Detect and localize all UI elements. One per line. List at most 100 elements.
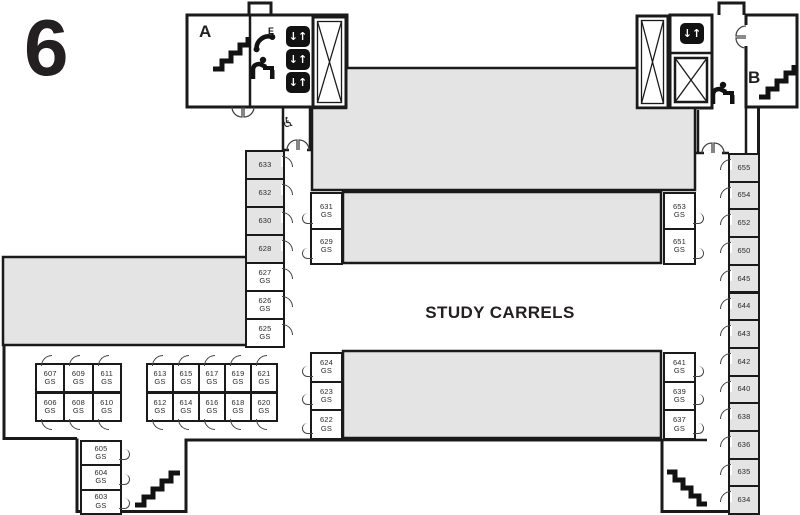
door-arc xyxy=(693,423,704,435)
roof-notch-left xyxy=(247,1,273,15)
double-door xyxy=(231,106,255,118)
room-label: 636 xyxy=(737,439,751,449)
room-label: 635 xyxy=(737,467,751,477)
room-label: 644 xyxy=(737,301,751,311)
drinking-fountain-icon xyxy=(713,82,735,104)
floor-number: 6 xyxy=(24,3,69,92)
elevator-button-icon: ↓↑ xyxy=(286,72,310,93)
stack-area-north xyxy=(310,66,697,192)
room-label: 628 xyxy=(258,243,272,253)
door-arc xyxy=(720,380,731,392)
stairs-icon xyxy=(759,65,797,100)
room-654: 654 xyxy=(720,180,760,211)
door-arc xyxy=(720,408,731,420)
door-arc xyxy=(204,355,215,366)
room-650: 650 xyxy=(720,236,760,266)
room-642: 642 xyxy=(720,346,760,377)
door-arc xyxy=(720,269,731,281)
roof-notch-right xyxy=(717,1,746,15)
room-630: 630 xyxy=(245,206,293,236)
room-label: 643 xyxy=(737,328,751,338)
room-label: 640 xyxy=(737,384,751,394)
door-arc xyxy=(119,473,130,485)
door-arc xyxy=(302,423,313,435)
room-640: 640 xyxy=(720,374,760,405)
room-633: 633 xyxy=(245,150,293,180)
room-label: 654 xyxy=(737,190,751,200)
stairs-icon xyxy=(667,469,707,507)
room-label: 633 xyxy=(258,159,272,169)
wheelchair-accessible-icon: ♿ xyxy=(282,115,295,131)
room-638: 638 xyxy=(720,402,760,432)
elevator-button-icon: ↓↑ xyxy=(680,23,704,44)
door-arc xyxy=(178,355,189,366)
stairs-icon xyxy=(213,37,251,72)
door-arc xyxy=(302,248,313,259)
carrel-block-middle xyxy=(341,190,663,265)
double-door xyxy=(286,139,310,151)
door-arc xyxy=(302,394,313,406)
room-652: 652 xyxy=(720,208,760,239)
door-arc xyxy=(97,355,109,366)
double-door xyxy=(735,25,747,49)
room-628: 628 xyxy=(245,234,293,264)
room-632: 632 xyxy=(245,178,293,208)
door-arc xyxy=(302,212,313,224)
emergency-phone-icon: E xyxy=(253,26,276,53)
door-arc xyxy=(256,355,267,366)
room-645: 645 xyxy=(720,263,760,294)
door-arc xyxy=(720,463,731,475)
room-655: 655 xyxy=(720,153,760,183)
phone-e-label: E xyxy=(268,26,274,36)
door-arc xyxy=(302,365,313,377)
door-arc xyxy=(41,355,52,366)
door-arc xyxy=(693,248,704,259)
door-arc xyxy=(720,186,731,198)
door-arc xyxy=(720,297,731,309)
